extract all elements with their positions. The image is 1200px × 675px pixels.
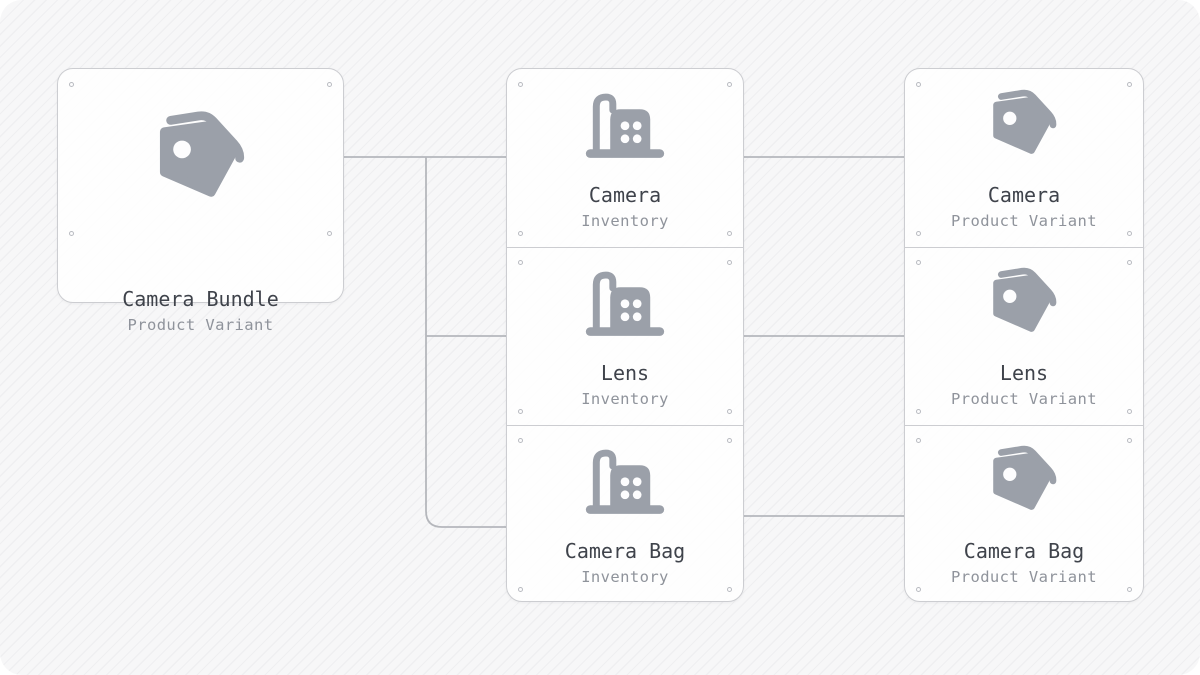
warehouse-icon — [507, 441, 743, 519]
connection-handle — [518, 82, 523, 87]
connection-handle — [518, 438, 523, 443]
variant-node-stack: Camera Product Variant Lens Product Vari… — [904, 68, 1144, 602]
node-title: Camera — [588, 183, 662, 207]
node-title: Camera Bag — [963, 539, 1085, 563]
node-camera-bundle-variant: Camera Bundle Product Variant — [57, 68, 344, 334]
node-title: Camera — [987, 183, 1061, 207]
node-subtitle: Inventory — [581, 568, 669, 586]
node-camera-inventory: Camera Inventory — [507, 69, 743, 247]
connection-handle — [518, 231, 523, 236]
tags-icon — [905, 263, 1143, 341]
tags-icon — [905, 85, 1143, 163]
node-title: Camera Bag — [564, 539, 686, 563]
connection-handle — [1127, 409, 1132, 414]
connection-handle — [327, 82, 332, 87]
connection-handle — [1127, 82, 1132, 87]
node-title: Lens — [999, 361, 1049, 385]
connection-handle — [916, 587, 921, 592]
node-subtitle: Product Variant — [951, 390, 1097, 408]
node-camera-bag-inventory: Camera Bag Inventory — [507, 425, 743, 603]
node-subtitle: Product Variant — [951, 212, 1097, 230]
card-divider — [905, 425, 1143, 426]
edge-bundle-to-camera-bag-inventory — [425, 157, 506, 528]
warehouse-icon — [507, 263, 743, 341]
connection-handle — [916, 82, 921, 87]
connection-handle — [916, 409, 921, 414]
tags-icon — [905, 441, 1143, 519]
node-camera-bag-variant: Camera Bag Product Variant — [905, 425, 1143, 603]
node-subtitle: Inventory — [581, 212, 669, 230]
connection-handle — [1127, 231, 1132, 236]
connection-handle — [916, 231, 921, 236]
connection-handle — [727, 587, 732, 592]
inventory-node-stack: Camera Inventory Lens Invent — [506, 68, 744, 602]
connection-handle — [916, 438, 921, 443]
connection-handle — [727, 409, 732, 414]
tags-icon — [58, 107, 343, 207]
connection-handle — [1127, 260, 1132, 265]
node-subtitle: Product Variant — [951, 568, 1097, 586]
connection-handle — [327, 231, 332, 236]
card-divider — [507, 425, 743, 426]
connection-handle — [916, 260, 921, 265]
node-subtitle: Product Variant — [127, 316, 274, 334]
warehouse-icon — [507, 85, 743, 163]
connection-handle — [727, 438, 732, 443]
connection-handle — [69, 231, 74, 236]
card-divider — [507, 247, 743, 248]
connection-handle — [518, 587, 523, 592]
connection-handle — [727, 260, 732, 265]
connection-handle — [727, 82, 732, 87]
node-subtitle: Inventory — [581, 390, 669, 408]
node-title: Camera Bundle — [122, 287, 279, 311]
connection-handle — [1127, 587, 1132, 592]
connection-handle — [518, 409, 523, 414]
node-title: Lens — [600, 361, 650, 385]
node-lens-inventory: Lens Inventory — [507, 247, 743, 425]
connection-handle — [69, 82, 74, 87]
connection-handle — [518, 260, 523, 265]
card-divider — [905, 247, 1143, 248]
node-lens-variant: Lens Product Variant — [905, 247, 1143, 425]
connection-handle — [1127, 438, 1132, 443]
connection-handle — [727, 231, 732, 236]
node-camera-variant: Camera Product Variant — [905, 69, 1143, 247]
